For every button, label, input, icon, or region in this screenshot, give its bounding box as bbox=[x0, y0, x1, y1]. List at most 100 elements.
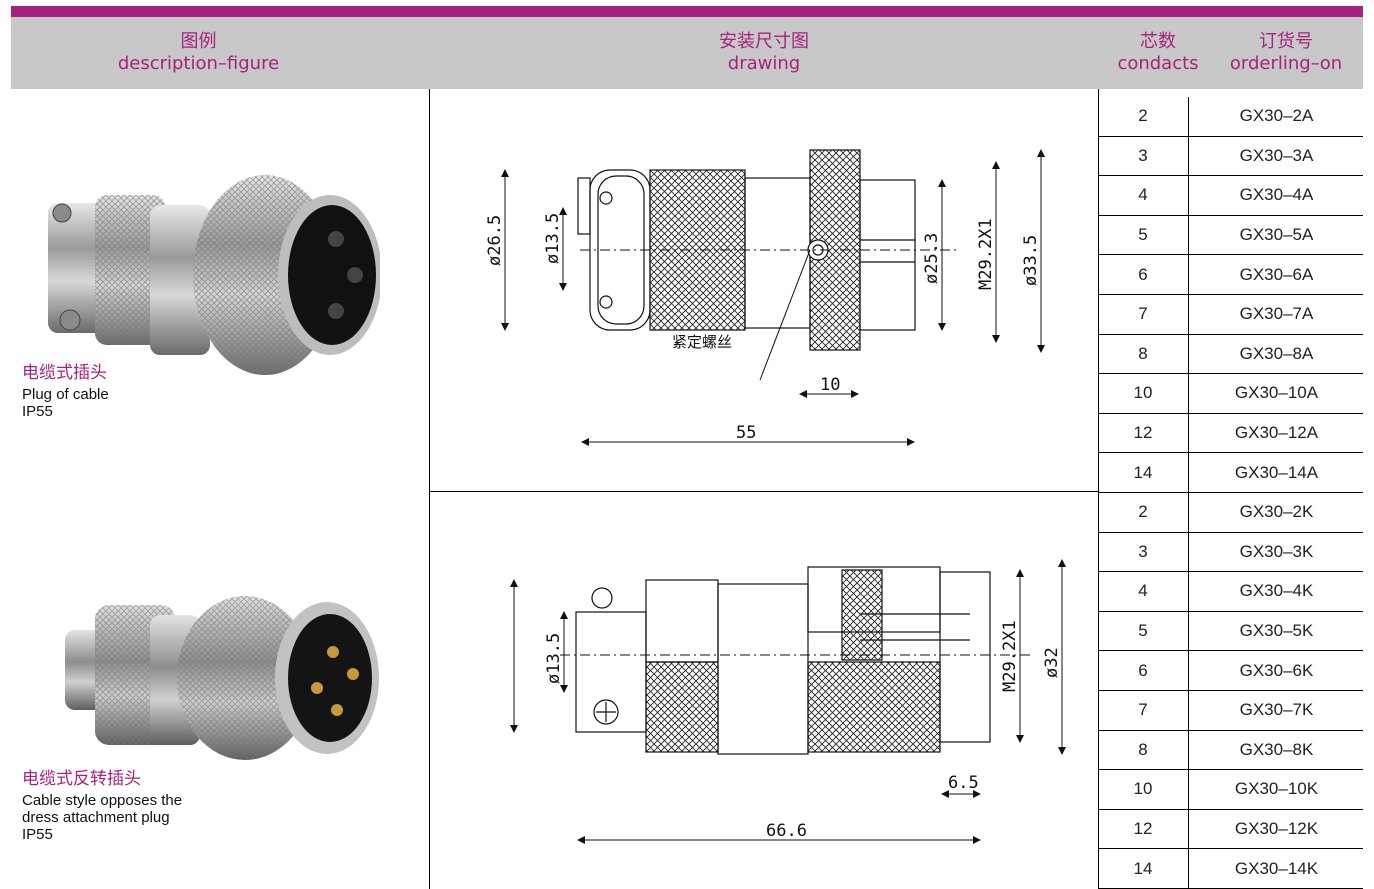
drawing-reverse-plug: ø13.5 M29.2X1 ø32 6.5 66.6 bbox=[510, 559, 1066, 844]
order-number-cell: GX30–4K bbox=[1188, 572, 1364, 611]
contacts-cell: 7 bbox=[1138, 700, 1148, 720]
header-description: 图例 description–figure bbox=[11, 17, 386, 89]
contacts-cell: 6 bbox=[1138, 660, 1148, 680]
order-number-cell: GX30–7A bbox=[1188, 295, 1364, 334]
plug-photo-illustration bbox=[48, 175, 382, 375]
contacts-cell: 5 bbox=[1138, 621, 1148, 641]
grid-line-section-divider bbox=[429, 491, 1098, 492]
header-drawing-en: drawing bbox=[727, 53, 801, 74]
table-row: 5 GX30–5A bbox=[1098, 215, 1364, 256]
order-number-cell: GX30–7K bbox=[1188, 691, 1364, 730]
dim-66-6: 66.6 bbox=[766, 821, 807, 841]
contacts-cell: 12 bbox=[1133, 423, 1153, 443]
order-number-cell: GX30–14K bbox=[1188, 849, 1364, 888]
header-order: 订货号 orderling–on bbox=[1211, 17, 1361, 89]
dim-d25-3: ø25.3 bbox=[922, 233, 942, 284]
order-number-cell: GX30–10K bbox=[1188, 770, 1364, 809]
contacts-cell: 4 bbox=[1138, 581, 1148, 601]
order-number-cell: GX30–6K bbox=[1188, 651, 1364, 690]
plug-of-cable-photo bbox=[40, 165, 382, 395]
table-row: 14 GX30–14K bbox=[1098, 849, 1363, 889]
table-row: 6 GX30–6A bbox=[1098, 255, 1363, 295]
table-row: 4 GX30–4K bbox=[1098, 572, 1363, 612]
table-row: 5 GX30–5K bbox=[1098, 611, 1364, 652]
order-number-cell: GX30–6A bbox=[1188, 255, 1364, 294]
order-number-cell: GX30–3K bbox=[1188, 532, 1364, 572]
order-number-cell: GX30–5K bbox=[1188, 611, 1364, 651]
grid-line-drawing-left bbox=[429, 89, 430, 889]
dim-d33-5: ø33.5 bbox=[1021, 235, 1041, 286]
header-contacts: 芯数 condacts bbox=[1108, 17, 1208, 89]
contacts-cell: 2 bbox=[1138, 106, 1148, 126]
contacts-cell: 5 bbox=[1138, 225, 1148, 245]
order-number-cell: GX30–10A bbox=[1188, 374, 1364, 413]
contacts-cell: 6 bbox=[1138, 264, 1148, 284]
order-number-cell: GX30–2A bbox=[1188, 97, 1364, 136]
table-row: 14 GX30–14A bbox=[1098, 453, 1363, 493]
table-row: 2 GX30–2K bbox=[1098, 493, 1363, 533]
drawing-plug-of-cable: ø26.5 ø13.5 ø25.3 M29.2X1 ø33.5 10 55 紧定… bbox=[485, 149, 1045, 446]
table-row: 2 GX30–2A bbox=[1098, 97, 1363, 137]
dim-m29-2: M29.2X1 bbox=[976, 218, 996, 290]
table-row: 3 GX30–3K bbox=[1098, 532, 1364, 573]
header-drawing: 安装尺寸图 drawing bbox=[430, 17, 1098, 89]
header-order-cn: 订货号 bbox=[1259, 31, 1313, 52]
table-row: 4 GX30–4A bbox=[1098, 176, 1363, 216]
dim-6-5: 6.5 bbox=[948, 773, 979, 793]
product-1-description: Plug of cable IP55 bbox=[22, 386, 109, 420]
table-row: 8 GX30–8K bbox=[1098, 730, 1364, 771]
table-row: 7 GX30–7K bbox=[1098, 691, 1363, 731]
header-description-cn: 图例 bbox=[180, 31, 217, 52]
dim-m29-2-k: M29.2X1 bbox=[1000, 620, 1020, 692]
order-number-cell: GX30–5A bbox=[1188, 215, 1364, 255]
top-accent-bar bbox=[11, 6, 1363, 17]
contacts-cell: 4 bbox=[1138, 185, 1148, 205]
note-set-screw: 紧定螺丝 bbox=[672, 333, 732, 351]
table-row: 3 GX30–3A bbox=[1098, 136, 1364, 177]
order-number-cell: GX30–12A bbox=[1188, 413, 1364, 453]
product-2-title: 电缆式反转插头 bbox=[22, 769, 141, 789]
order-number-cell: GX30–4A bbox=[1188, 176, 1364, 215]
table-header: 图例 description–figure 安装尺寸图 drawing 芯数 c… bbox=[11, 17, 1363, 89]
contacts-cell: 2 bbox=[1138, 502, 1148, 522]
order-number-cell: GX30–8A bbox=[1188, 334, 1364, 374]
reverse-plug-photo bbox=[55, 590, 395, 760]
order-number-cell: GX30–3A bbox=[1188, 136, 1364, 176]
table-row: 12 GX30–12K bbox=[1098, 809, 1364, 850]
header-description-en: description–figure bbox=[117, 53, 280, 74]
contacts-cell: 10 bbox=[1133, 383, 1153, 403]
header-order-en: orderling–on bbox=[1229, 53, 1343, 74]
product-1-title: 电缆式插头 bbox=[22, 363, 107, 383]
order-number-cell: GX30–12K bbox=[1188, 809, 1364, 849]
dim-10: 10 bbox=[820, 375, 840, 395]
order-number-cell: GX30–14A bbox=[1188, 453, 1364, 492]
header-contacts-cn: 芯数 bbox=[1140, 31, 1176, 52]
grid-line-table-left bbox=[1098, 89, 1099, 889]
header-contacts-en: condacts bbox=[1117, 53, 1199, 74]
contacts-cell: 12 bbox=[1133, 819, 1153, 839]
dim-d13-5-k: ø13.5 bbox=[544, 633, 564, 684]
dim-d32: ø32 bbox=[1042, 647, 1062, 678]
contacts-cell: 3 bbox=[1138, 541, 1148, 561]
product-2-description: Cable style opposes the dress attachment… bbox=[22, 792, 183, 843]
contacts-cell: 8 bbox=[1138, 739, 1148, 759]
contacts-cell: 10 bbox=[1133, 779, 1153, 799]
contacts-cell: 7 bbox=[1138, 304, 1148, 324]
reverse-plug-photo-illustration bbox=[65, 596, 379, 760]
contacts-cell: 14 bbox=[1133, 858, 1153, 878]
table-row: 10 GX30–10A bbox=[1098, 374, 1363, 414]
dim-d26-5: ø26.5 bbox=[485, 215, 505, 266]
table-row: 10 GX30–10K bbox=[1098, 770, 1363, 810]
table-row: 8 GX30–8A bbox=[1098, 334, 1364, 375]
table-row: 7 GX30–7A bbox=[1098, 295, 1363, 335]
contacts-cell: 8 bbox=[1138, 343, 1148, 363]
header-drawing-cn: 安装尺寸图 bbox=[719, 31, 809, 52]
contacts-cell: 3 bbox=[1138, 145, 1148, 165]
table-row: 12 GX30–12A bbox=[1098, 413, 1364, 454]
dim-55: 55 bbox=[736, 423, 756, 443]
dim-d13-5: ø13.5 bbox=[543, 213, 563, 264]
order-number-cell: GX30–8K bbox=[1188, 730, 1364, 770]
contacts-cell: 14 bbox=[1133, 462, 1153, 482]
order-number-cell: GX30–2K bbox=[1188, 493, 1364, 532]
table-row: 6 GX30–6K bbox=[1098, 651, 1363, 691]
